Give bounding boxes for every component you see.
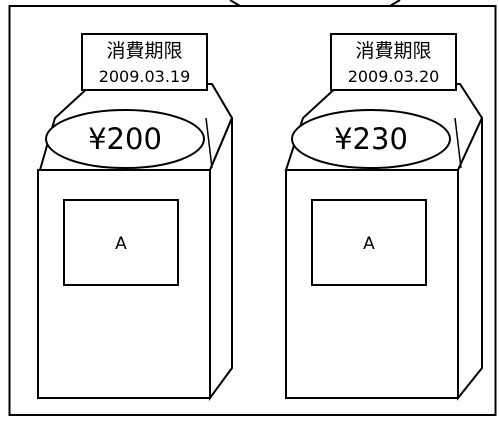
price-ellipse [45, 109, 205, 169]
expiry-tag [330, 33, 457, 91]
carton-panel [311, 199, 427, 286]
expiry-date: 2009.03.19 [99, 67, 191, 86]
product-carton-2: A 消費期限 2009.03.20 ¥230 [284, 33, 484, 401]
expiry-tag [81, 33, 208, 91]
carton-side [209, 117, 233, 402]
panel-label: A [363, 234, 375, 254]
product-carton-1: A 消費期限 2009.03.19 ¥200 [37, 33, 234, 402]
pointer-line-left [229, 0, 241, 7]
expiry-label: 消費期限 [355, 40, 431, 62]
fold-line [205, 117, 213, 169]
expiry-date: 2009.03.20 [348, 67, 440, 86]
price-label: ¥230 [334, 122, 408, 156]
price-ellipse [291, 109, 451, 169]
panel-label: A [115, 234, 127, 254]
carton-panel [63, 199, 179, 286]
expiry-label: 消費期限 [106, 40, 182, 62]
fold-line [454, 117, 462, 169]
carton-side [457, 117, 483, 401]
price-label: ¥200 [88, 122, 162, 156]
pointer-line-right [389, 0, 401, 7]
